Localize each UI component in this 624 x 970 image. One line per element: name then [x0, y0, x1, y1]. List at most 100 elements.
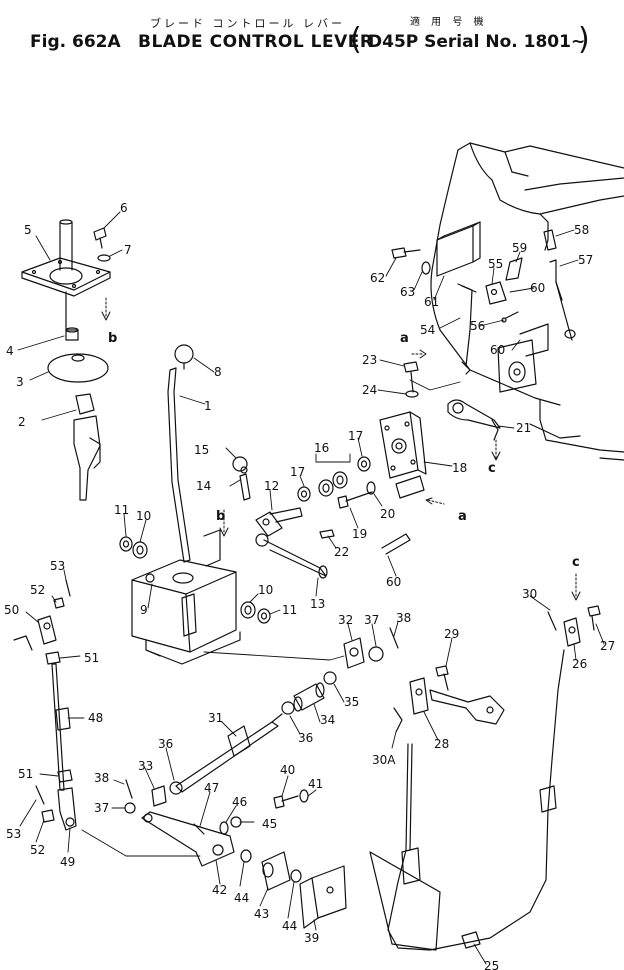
callout-5: 5: [24, 223, 32, 237]
bushing-10b: [240, 601, 256, 619]
clevis-26: [563, 617, 581, 647]
callout-54: 54: [420, 323, 435, 337]
lever-1: [167, 367, 191, 563]
nut-36a: [281, 701, 295, 715]
pin-33: [151, 785, 167, 807]
washer-46: [219, 821, 229, 835]
callout-51a: 51: [84, 651, 99, 665]
callout-36b: 36: [158, 737, 173, 751]
bar-57: [549, 259, 576, 341]
rod-54: [457, 283, 477, 375]
bushing-11b: [257, 608, 271, 624]
shaft-5: [59, 219, 73, 331]
callout-22: 22: [334, 545, 349, 559]
callout-15: 15: [194, 443, 209, 457]
pin-53b: [35, 785, 45, 805]
pin-47: [193, 823, 205, 835]
nut-52a: [53, 597, 65, 609]
callout-62: 62: [370, 271, 385, 285]
callout-44b: 44: [282, 919, 297, 933]
callout-27: 27: [600, 639, 615, 653]
callout-8: 8: [214, 365, 222, 379]
bolt-27: [587, 605, 601, 631]
callout-7: 7: [124, 243, 132, 257]
reference-letter-labels: a a b b c c: [108, 331, 580, 570]
bolt-62: [391, 247, 421, 259]
pin-53a: [65, 579, 71, 597]
callout-44a: 44: [234, 891, 249, 905]
callout-30: 30: [522, 587, 537, 601]
bushing-17b: [357, 456, 371, 472]
cable-25: [369, 649, 565, 951]
rod-end-50: [37, 615, 57, 645]
callout-21: 21: [516, 421, 531, 435]
boot-3: [47, 353, 109, 383]
pin-30a: [393, 707, 403, 733]
reference-c-lower: c: [572, 555, 580, 570]
lever-base-2: [73, 393, 101, 501]
tube-58: [543, 229, 557, 251]
reference-b-lower: b: [216, 509, 225, 524]
reference-a-lower: a: [458, 509, 467, 524]
callout-35: 35: [344, 695, 359, 709]
nut-51a: [45, 651, 61, 665]
callout-53a: 53: [50, 559, 65, 573]
callout-60c: 60: [386, 575, 401, 589]
callout-59: 59: [512, 241, 527, 255]
pin-56: [501, 311, 519, 323]
washer-63: [421, 261, 431, 275]
callout-32: 32: [338, 613, 353, 627]
bracket-28: [429, 689, 505, 725]
callout-36a: 36: [298, 731, 313, 745]
callout-52a: 52: [30, 583, 45, 597]
callout-14: 14: [196, 479, 211, 493]
paren-close: ): [578, 22, 590, 57]
callout-52b: 52: [30, 843, 45, 857]
callout-30a: 30A: [372, 753, 396, 767]
cable-end-28: [409, 677, 429, 715]
pin-30: [547, 611, 557, 631]
figure-title-japanese: ブレード コントロール レバー: [150, 17, 345, 30]
bolt-6: [93, 227, 107, 249]
callout-24: 24: [362, 383, 377, 397]
figure-number: Fig. 662A: [30, 32, 121, 52]
callout-42: 42: [212, 883, 227, 897]
callout-9: 9: [140, 603, 148, 617]
nut-35: [323, 671, 337, 685]
washer-20: [366, 481, 376, 495]
callout-53b: 53: [6, 827, 21, 841]
nut-45: [230, 816, 242, 828]
rod-31: [175, 713, 283, 793]
bushing-10a: [132, 541, 148, 559]
callout-38b: 38: [94, 771, 109, 785]
callout-29: 29: [444, 627, 459, 641]
callout-34: 34: [320, 713, 335, 727]
applicable-model-japanese: 適 用 号 機: [410, 17, 488, 28]
callout-46: 46: [232, 795, 247, 809]
paren-open: (: [350, 22, 362, 57]
callout-16: 16: [314, 441, 329, 455]
callout-41: 41: [308, 777, 323, 791]
pin-38b: [125, 779, 133, 799]
callout-26: 26: [572, 657, 587, 671]
callout-11a: 11: [114, 503, 129, 517]
link-42: [141, 811, 235, 867]
callout-10b: 10: [258, 583, 273, 597]
callout-40: 40: [280, 763, 295, 777]
callout-38a: 38: [396, 611, 411, 625]
bushing-44b: [290, 869, 302, 883]
callout-61: 61: [424, 295, 439, 309]
callout-49: 49: [60, 855, 75, 869]
bolt-29: [435, 665, 449, 691]
callout-55: 55: [488, 257, 503, 271]
reference-c-upper: c: [488, 461, 496, 476]
callout-6: 6: [120, 201, 128, 215]
callout-31: 31: [208, 711, 223, 725]
callout-19: 19: [352, 527, 367, 541]
nut-37b: [124, 802, 136, 814]
callout-37b: 37: [94, 801, 109, 815]
callout-1: 1: [204, 399, 212, 413]
bracket-18: [379, 411, 427, 499]
callout-18: 18: [452, 461, 467, 475]
